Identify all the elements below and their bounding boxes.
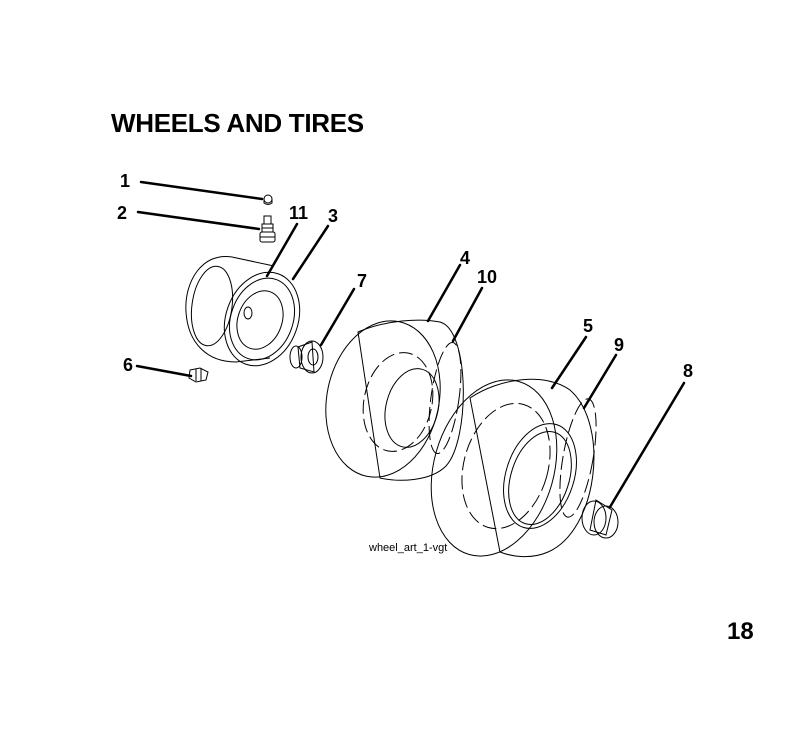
callout-11: 11 bbox=[289, 203, 308, 223]
callout-7: 7 bbox=[357, 271, 367, 291]
callout-5: 5 bbox=[583, 316, 593, 336]
bushing bbox=[289, 340, 324, 374]
leader-11 bbox=[265, 222, 299, 278]
page-title: WHEELS AND TIRES bbox=[111, 108, 364, 138]
callout-1: 1 bbox=[120, 171, 130, 191]
valve-stem bbox=[259, 215, 276, 243]
hub-cap bbox=[581, 499, 619, 539]
leader-6 bbox=[135, 364, 193, 378]
art-reference-code: wheel_art_1-vgt bbox=[368, 542, 447, 554]
callout-2: 2 bbox=[117, 203, 127, 223]
grease-fitting bbox=[188, 367, 209, 383]
callout-3: 3 bbox=[328, 206, 338, 226]
leader-4 bbox=[426, 263, 462, 323]
callout-9: 9 bbox=[614, 335, 624, 355]
leader-1 bbox=[139, 180, 264, 201]
valve-cap bbox=[263, 194, 273, 205]
page-number: 18 bbox=[727, 618, 754, 645]
leader-10 bbox=[451, 286, 484, 343]
callout-6: 6 bbox=[123, 355, 133, 375]
front-tire bbox=[325, 319, 464, 481]
leader-7 bbox=[319, 287, 356, 347]
leader-8 bbox=[608, 381, 686, 509]
leader-9 bbox=[582, 353, 618, 410]
callout-10: 10 bbox=[477, 267, 497, 287]
callout-4: 4 bbox=[460, 248, 470, 268]
leader-3 bbox=[291, 224, 330, 281]
leader-5 bbox=[550, 335, 588, 390]
callout-8: 8 bbox=[683, 361, 693, 381]
wheel-rim bbox=[185, 256, 301, 367]
leader-2 bbox=[136, 210, 261, 231]
